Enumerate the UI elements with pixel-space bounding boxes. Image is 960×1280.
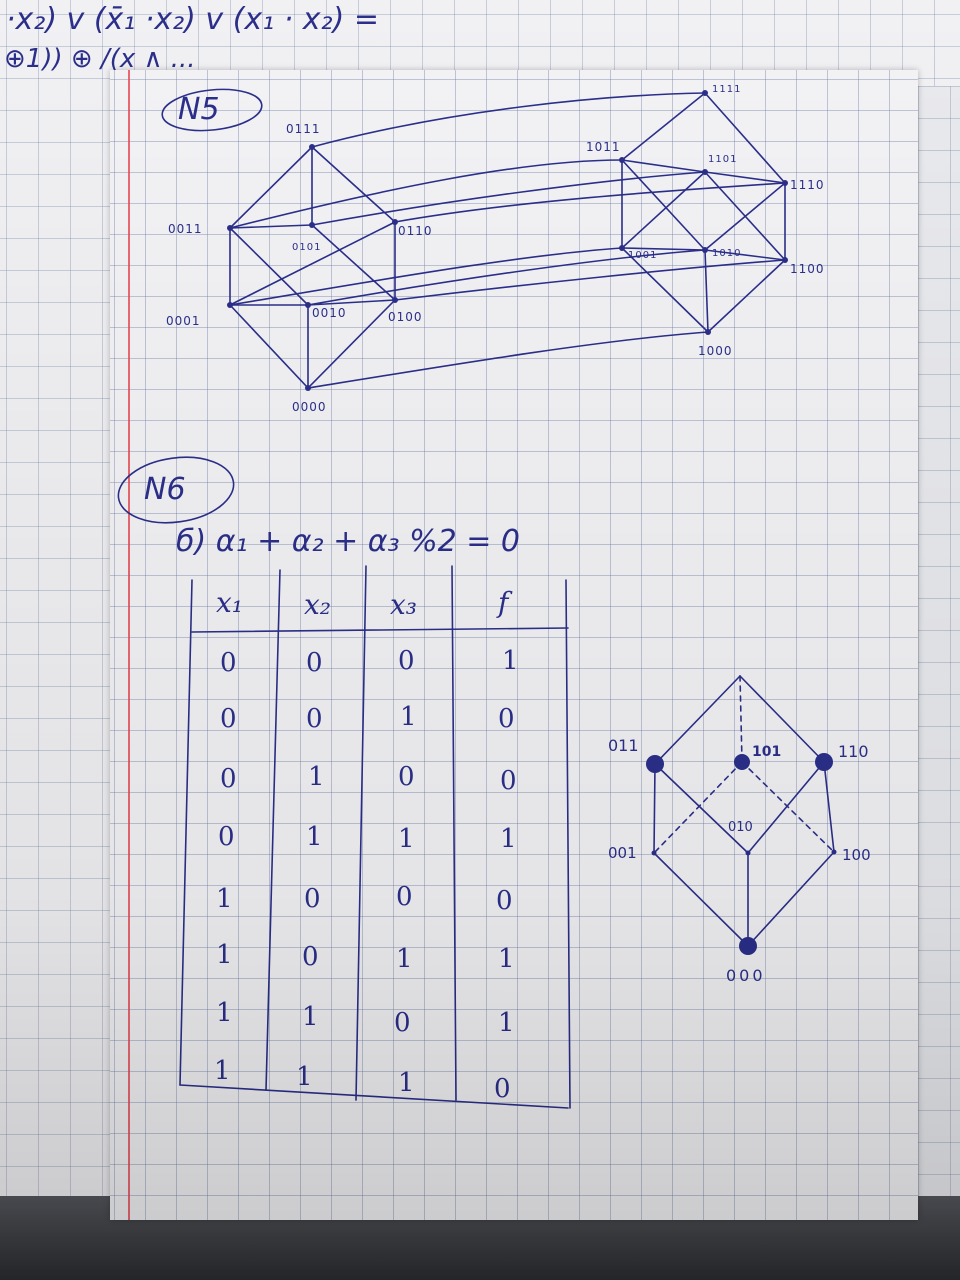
margin-line bbox=[128, 70, 130, 1220]
section5-title: N5 bbox=[178, 92, 220, 127]
n5-title-circle bbox=[161, 88, 263, 132]
cell-r7-c2: 1 bbox=[398, 1068, 415, 1098]
node-1001: 1001 bbox=[628, 250, 658, 261]
cube-node-110: 110 bbox=[838, 742, 869, 761]
node-1000: 1000 bbox=[698, 344, 733, 358]
node-1111: 1111 bbox=[712, 84, 742, 95]
cell-r6-c2: 0 bbox=[394, 1008, 411, 1038]
cell-r5-c2: 1 bbox=[396, 944, 413, 974]
cell-r2-c0: 0 bbox=[220, 764, 237, 794]
cell-r5-c3: 1 bbox=[498, 944, 515, 974]
cell-r0-c3: 1 bbox=[502, 646, 519, 676]
cell-r6-c3: 1 bbox=[498, 1008, 515, 1038]
cell-r1-c0: 0 bbox=[220, 704, 237, 734]
node-0101: 0101 bbox=[292, 242, 322, 253]
cube-node-010: 010 bbox=[728, 820, 753, 835]
cell-r5-c1: 0 bbox=[302, 942, 319, 972]
cell-r4-c1: 0 bbox=[304, 884, 321, 914]
node-1101: 1101 bbox=[708, 154, 738, 165]
header-x1: x₁ bbox=[216, 586, 244, 619]
cube-node-100: 100 bbox=[842, 846, 871, 864]
cell-r2-c3: 0 bbox=[500, 766, 517, 796]
node-0110: 0110 bbox=[398, 224, 433, 238]
cell-r4-c3: 0 bbox=[496, 886, 513, 916]
cube-node-000: 000 bbox=[726, 966, 766, 985]
node-0111: 0111 bbox=[286, 122, 321, 136]
cell-r4-c2: 0 bbox=[396, 882, 413, 912]
node-1010: 1010 bbox=[712, 248, 742, 259]
cell-r3-c3: 1 bbox=[500, 824, 517, 854]
cube-node-011: 011 bbox=[608, 736, 639, 755]
cell-r1-c2: 1 bbox=[400, 702, 417, 732]
node-0010: 0010 bbox=[312, 306, 347, 320]
cell-r1-c1: 0 bbox=[306, 704, 323, 734]
cell-r3-c0: 0 bbox=[218, 822, 235, 852]
cell-r2-c1: 1 bbox=[308, 762, 325, 792]
header-f: f bbox=[498, 586, 509, 619]
cell-r3-c1: 1 bbox=[306, 822, 323, 852]
cube-node-001: 001 bbox=[608, 844, 637, 862]
cube-node-101: 101 bbox=[752, 744, 782, 760]
cell-r0-c0: 0 bbox=[220, 648, 237, 678]
header-x2: x₂ bbox=[304, 588, 332, 621]
cell-r2-c2: 0 bbox=[398, 762, 415, 792]
cell-r0-c2: 0 bbox=[398, 646, 415, 676]
cell-r5-c0: 1 bbox=[216, 940, 233, 970]
cell-r6-c1: 1 bbox=[302, 1002, 319, 1032]
formula: б) α₁ + α₂ + α₃ %2 = 0 bbox=[176, 524, 520, 559]
node-0000: 0000 bbox=[292, 400, 327, 414]
cell-r6-c0: 1 bbox=[216, 998, 233, 1028]
header-x3: x₃ bbox=[390, 588, 418, 621]
top-note-line-2: ⊕1)) ⊕ /(x ∧ ... bbox=[4, 44, 196, 74]
cell-r3-c2: 1 bbox=[398, 824, 415, 854]
node-0011: 0011 bbox=[168, 222, 203, 236]
top-note-line-1: ·x₂) v (x̄₁ ·x₂) v (x₁ · x₂) = bbox=[6, 2, 379, 37]
section6-title: N6 bbox=[144, 472, 186, 507]
n6-title-circle bbox=[117, 456, 235, 524]
node-1011: 1011 bbox=[586, 140, 621, 154]
node-0100: 0100 bbox=[388, 310, 423, 324]
node-1110: 1110 bbox=[790, 178, 825, 192]
node-0001: 0001 bbox=[166, 314, 201, 328]
cell-r0-c1: 0 bbox=[306, 648, 323, 678]
cell-r7-c0: 1 bbox=[214, 1056, 231, 1086]
node-1100: 1100 bbox=[790, 262, 825, 276]
cell-r1-c3: 0 bbox=[498, 704, 515, 734]
cell-r7-c1: 1 bbox=[296, 1062, 313, 1092]
cell-r7-c3: 0 bbox=[494, 1074, 511, 1104]
cell-r4-c0: 1 bbox=[216, 884, 233, 914]
